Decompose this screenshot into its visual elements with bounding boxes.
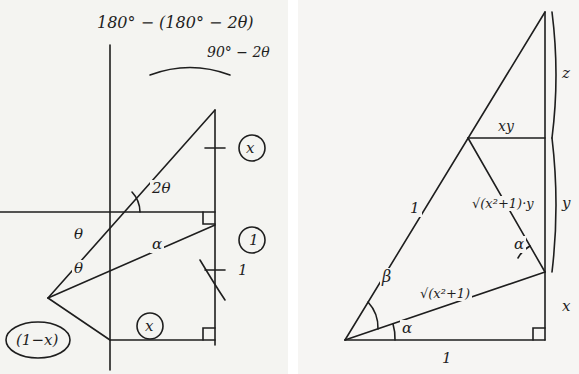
math-label: α bbox=[400, 320, 414, 337]
math-label: α bbox=[150, 236, 164, 253]
math-label: 2θ bbox=[150, 180, 173, 197]
math-label: x bbox=[560, 298, 572, 315]
photo-left bbox=[0, 0, 288, 374]
math-label: 1 bbox=[440, 350, 454, 367]
math-label: 1 bbox=[408, 200, 422, 217]
math-label: y bbox=[560, 195, 572, 212]
math-label: 180° − (180° − 2θ) bbox=[95, 14, 256, 32]
left-figure bbox=[0, 45, 265, 370]
math-label: √(x²+1) bbox=[418, 286, 472, 301]
math-label: 90° − 2θ bbox=[205, 44, 272, 60]
math-label: xy bbox=[496, 118, 516, 134]
right-figure bbox=[345, 12, 556, 340]
math-label: 1 bbox=[236, 262, 250, 279]
math-label: x bbox=[143, 318, 155, 335]
math-label: z bbox=[560, 65, 572, 82]
math-label: (1−x) bbox=[14, 332, 60, 349]
math-label: α bbox=[512, 236, 526, 253]
math-label: x bbox=[244, 140, 256, 157]
math-label: 1 bbox=[247, 232, 261, 249]
math-label: √(x²+1)·y bbox=[470, 196, 536, 211]
math-label: θ bbox=[72, 226, 85, 243]
photo-right bbox=[298, 0, 579, 374]
math-label: β bbox=[380, 268, 393, 286]
math-label: θ bbox=[72, 260, 85, 277]
